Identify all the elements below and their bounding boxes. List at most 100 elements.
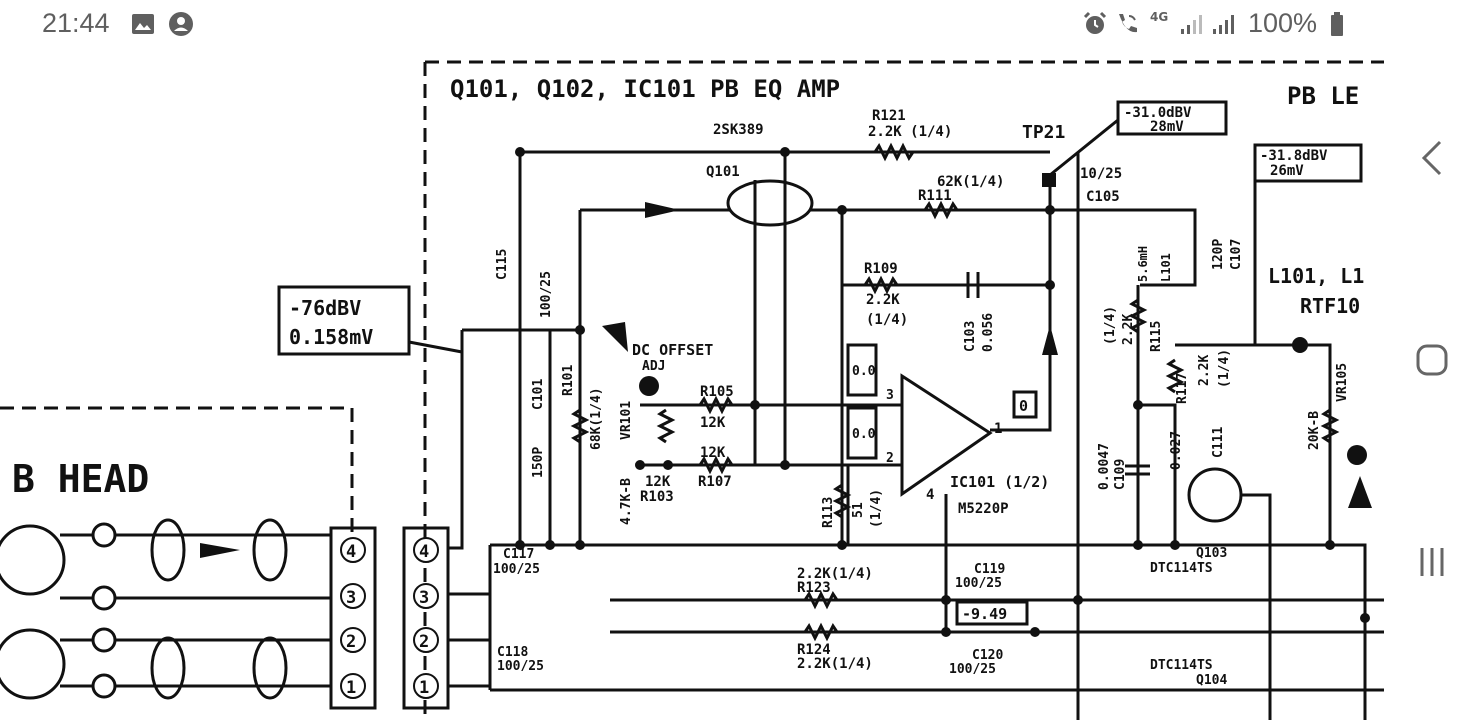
signal-2-icon [1213, 15, 1234, 34]
c101-label: C101 [531, 379, 546, 410]
r117-value: 2.2K [1197, 355, 1212, 386]
right-pin-2: 2 [419, 632, 429, 652]
status-bar: 21:44 4G 100% [0, 0, 1384, 50]
r115-power: (1/4) [1103, 306, 1118, 345]
battery-icon [1331, 12, 1343, 36]
right-level-db: -31.8dBV [1260, 148, 1328, 164]
tp-level-mv: 28mV [1150, 119, 1184, 135]
r115-value: 2.2K [1121, 314, 1136, 345]
q101-type: 2SK389 [713, 122, 764, 138]
input-level-mv: 0.158mV [289, 325, 373, 349]
c117-label: C117 [503, 547, 534, 562]
q103-type: DTC114TS [1150, 561, 1213, 576]
r123-label: R123 [797, 580, 831, 596]
r107-value: 12K [700, 445, 726, 461]
left-pin-2: 2 [346, 632, 356, 652]
l101-group-label: L101, L1 [1268, 264, 1364, 288]
r107-label: R107 [698, 474, 732, 490]
left-pin-3: 3 [346, 588, 356, 608]
r121-label: R121 [872, 108, 906, 124]
c103-value: 0.056 [981, 313, 996, 352]
r113-value: 51 [851, 502, 866, 518]
tp-voltage-plus: 0.0 [852, 364, 876, 379]
c101-value: 150P [531, 447, 546, 478]
schematic-image[interactable]: Q101, Q102, IC101 PB EQ AMP PB LE B HEAD… [0, 50, 1384, 720]
r105-value: 12K [700, 415, 726, 431]
ic101-pin4: 4 [926, 487, 934, 503]
home-button[interactable] [1402, 330, 1462, 390]
image-viewer[interactable]: Q101, Q102, IC101 PB EQ AMP PB LE B HEAD… [0, 50, 1384, 720]
c107-value: 120P [1211, 239, 1226, 270]
r101-value: 68K(1/4) [589, 387, 604, 450]
out-voltage: 0 [1019, 397, 1028, 415]
r109-value: 2.2K [866, 292, 900, 308]
c119-label: C119 [974, 562, 1005, 577]
c120-label: C120 [972, 648, 1003, 663]
account-circle-icon [169, 12, 193, 36]
c109-label: C109 [1113, 459, 1128, 490]
r101-label: R101 [561, 365, 576, 396]
tp-level-db: -31.0dBV [1124, 105, 1192, 121]
q104-type: DTC114TS [1150, 658, 1213, 673]
c119-value: 100/25 [955, 576, 1002, 591]
r103-value: 12K [645, 474, 671, 490]
back-button[interactable] [1402, 128, 1462, 188]
image-icon [132, 14, 154, 34]
c107-label: C107 [1229, 239, 1244, 270]
ic101-label: IC101 (1/2) [950, 473, 1049, 491]
r109-power: (1/4) [866, 312, 908, 328]
vr101-label: VR101 [619, 401, 634, 440]
ic101-pin1: 1 [994, 421, 1002, 437]
r123-value: 2.2K(1/4) [797, 566, 873, 582]
c118-value: 100/25 [497, 659, 544, 674]
schematic-title: Q101, Q102, IC101 PB EQ AMP [450, 75, 840, 103]
l101-value: 5.6mH [1136, 246, 1150, 282]
l101-ref: L101 [1159, 253, 1173, 282]
r113-power: (1/4) [869, 489, 884, 528]
ic101-type: M5220P [958, 501, 1009, 517]
right-pin-3: 3 [419, 588, 429, 608]
dc-offset-label: DC OFFSET [632, 341, 713, 359]
vr105-value: 20K-B [1307, 411, 1322, 450]
r111-value: 62K(1/4) [937, 174, 1004, 190]
c105-value: 10/25 [1080, 166, 1122, 182]
r117-power: (1/4) [1217, 349, 1232, 388]
c118-label: C118 [497, 645, 528, 660]
right-pin-4: 4 [419, 542, 429, 562]
left-pin-1: 1 [346, 678, 356, 698]
right-level-mv: 26mV [1270, 163, 1304, 179]
r105-label: R105 [700, 384, 734, 400]
signal-1-icon [1181, 15, 1202, 34]
q103-label: Q103 [1196, 546, 1227, 561]
left-pin-4: 4 [346, 542, 356, 562]
r115-label: R115 [1149, 321, 1164, 352]
rtf-label: RTF10 [1300, 294, 1360, 318]
tp-voltage-minus: 0.0 [852, 427, 876, 442]
c111-value: 0.027 [1169, 431, 1184, 470]
r124-value: 2.2K(1/4) [797, 656, 873, 672]
ic101-pin2: 2 [886, 451, 894, 466]
vr105-label: VR105 [1335, 363, 1350, 402]
q104-label: Q104 [1196, 673, 1227, 688]
c115-label: C115 [495, 249, 510, 280]
neg-voltage: -9.49 [962, 605, 1007, 623]
c111-label: C111 [1211, 427, 1226, 458]
c105-label: C105 [1086, 189, 1120, 205]
c120-value: 100/25 [949, 662, 996, 677]
c103-label: C103 [963, 321, 978, 352]
alarm-icon [1083, 11, 1107, 34]
ic101-pin3: 3 [886, 388, 894, 403]
battery-level: 100% [1248, 8, 1318, 38]
r117-label: R117 [1175, 373, 1190, 404]
input-level-db: -76dBV [289, 296, 361, 320]
wifi-calling-icon [1119, 14, 1137, 33]
c109-value: 0.0047 [1097, 443, 1112, 490]
adj-label: ADJ [642, 359, 665, 374]
schematic-title-right: PB LE [1287, 82, 1359, 110]
c117-value: 100/25 [493, 562, 540, 577]
vr101-value: 4.7K-B [619, 478, 634, 525]
recents-button[interactable] [1402, 532, 1462, 592]
c115-value: 100/25 [539, 271, 554, 318]
r103-label: R103 [640, 489, 674, 505]
navigation-bar [1384, 0, 1480, 720]
